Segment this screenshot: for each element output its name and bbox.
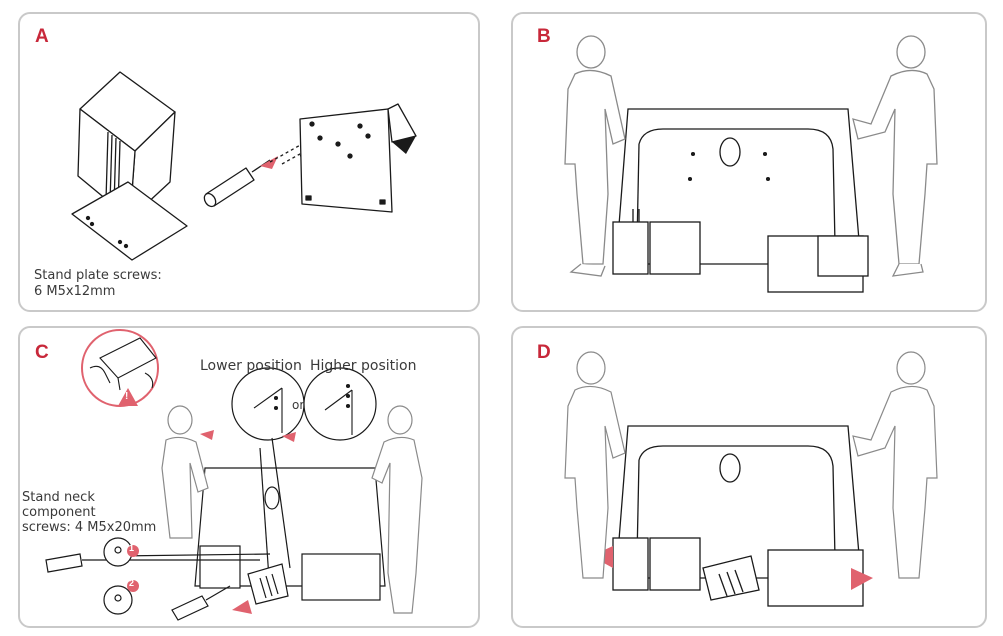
- panel-a: A: [18, 12, 480, 312]
- panel-a-letter: A: [35, 26, 49, 47]
- higher-position-label: Higher position: [310, 358, 417, 374]
- panel-d-letter: D: [537, 342, 551, 363]
- panel-c-letter: C: [35, 342, 49, 363]
- screwdriver-icon: [45, 553, 83, 573]
- step-2-badge: [127, 580, 139, 592]
- step-1-badge: [127, 545, 139, 557]
- warning-label: !: [125, 391, 129, 402]
- step-1-label: 1: [129, 543, 135, 553]
- arrow-icon: [200, 430, 214, 440]
- panel-a-illustration: [71, 71, 417, 261]
- person-right-icon: [852, 35, 938, 277]
- person-left-icon: [161, 405, 209, 539]
- panel-c: C: [18, 326, 480, 628]
- foam-block-right: [767, 235, 869, 293]
- step-2-detail-circle: [103, 585, 133, 615]
- panel-d: D: [511, 326, 987, 628]
- person-left-icon: [564, 35, 626, 277]
- screwdriver-icon: [171, 595, 209, 621]
- stand-plate-screws-caption: Stand plate screws: 6 M5x12mm: [34, 268, 162, 299]
- screwdriver-icon: [203, 159, 271, 208]
- step-2-label: 2: [129, 578, 135, 588]
- foam-block-left: [612, 537, 649, 591]
- warning-triangle-icon: [118, 388, 138, 406]
- panel-b: B: [511, 12, 987, 312]
- person-right-icon: [371, 405, 423, 614]
- higher-position-circle: [303, 367, 377, 441]
- stand-plate-assembled: [299, 103, 417, 213]
- arrow-icon: [232, 600, 252, 614]
- stand-base-plate: [71, 181, 188, 261]
- foam-block-left: [199, 545, 241, 589]
- foam-block-right: [767, 549, 864, 607]
- warning-detail-circle: [81, 329, 159, 407]
- panel-c-illustration: [45, 329, 423, 621]
- person-right-icon: [852, 351, 938, 579]
- arrow-right-icon: [851, 568, 873, 590]
- lower-position-label: Lower position: [200, 358, 302, 374]
- foam-block-left: [612, 209, 701, 275]
- foam-block-right: [301, 553, 381, 601]
- panel-b-illustration: [564, 35, 938, 293]
- person-left-icon: [564, 351, 626, 579]
- stand-neck-screws-caption: Stand neck component screws: 4 M5x20mm: [22, 490, 157, 535]
- arrow-icon: [282, 432, 296, 442]
- panel-d-illustration: [564, 351, 938, 607]
- panel-b-letter: B: [537, 26, 551, 47]
- stand-assembled: [702, 555, 760, 601]
- or-label: or: [292, 398, 305, 412]
